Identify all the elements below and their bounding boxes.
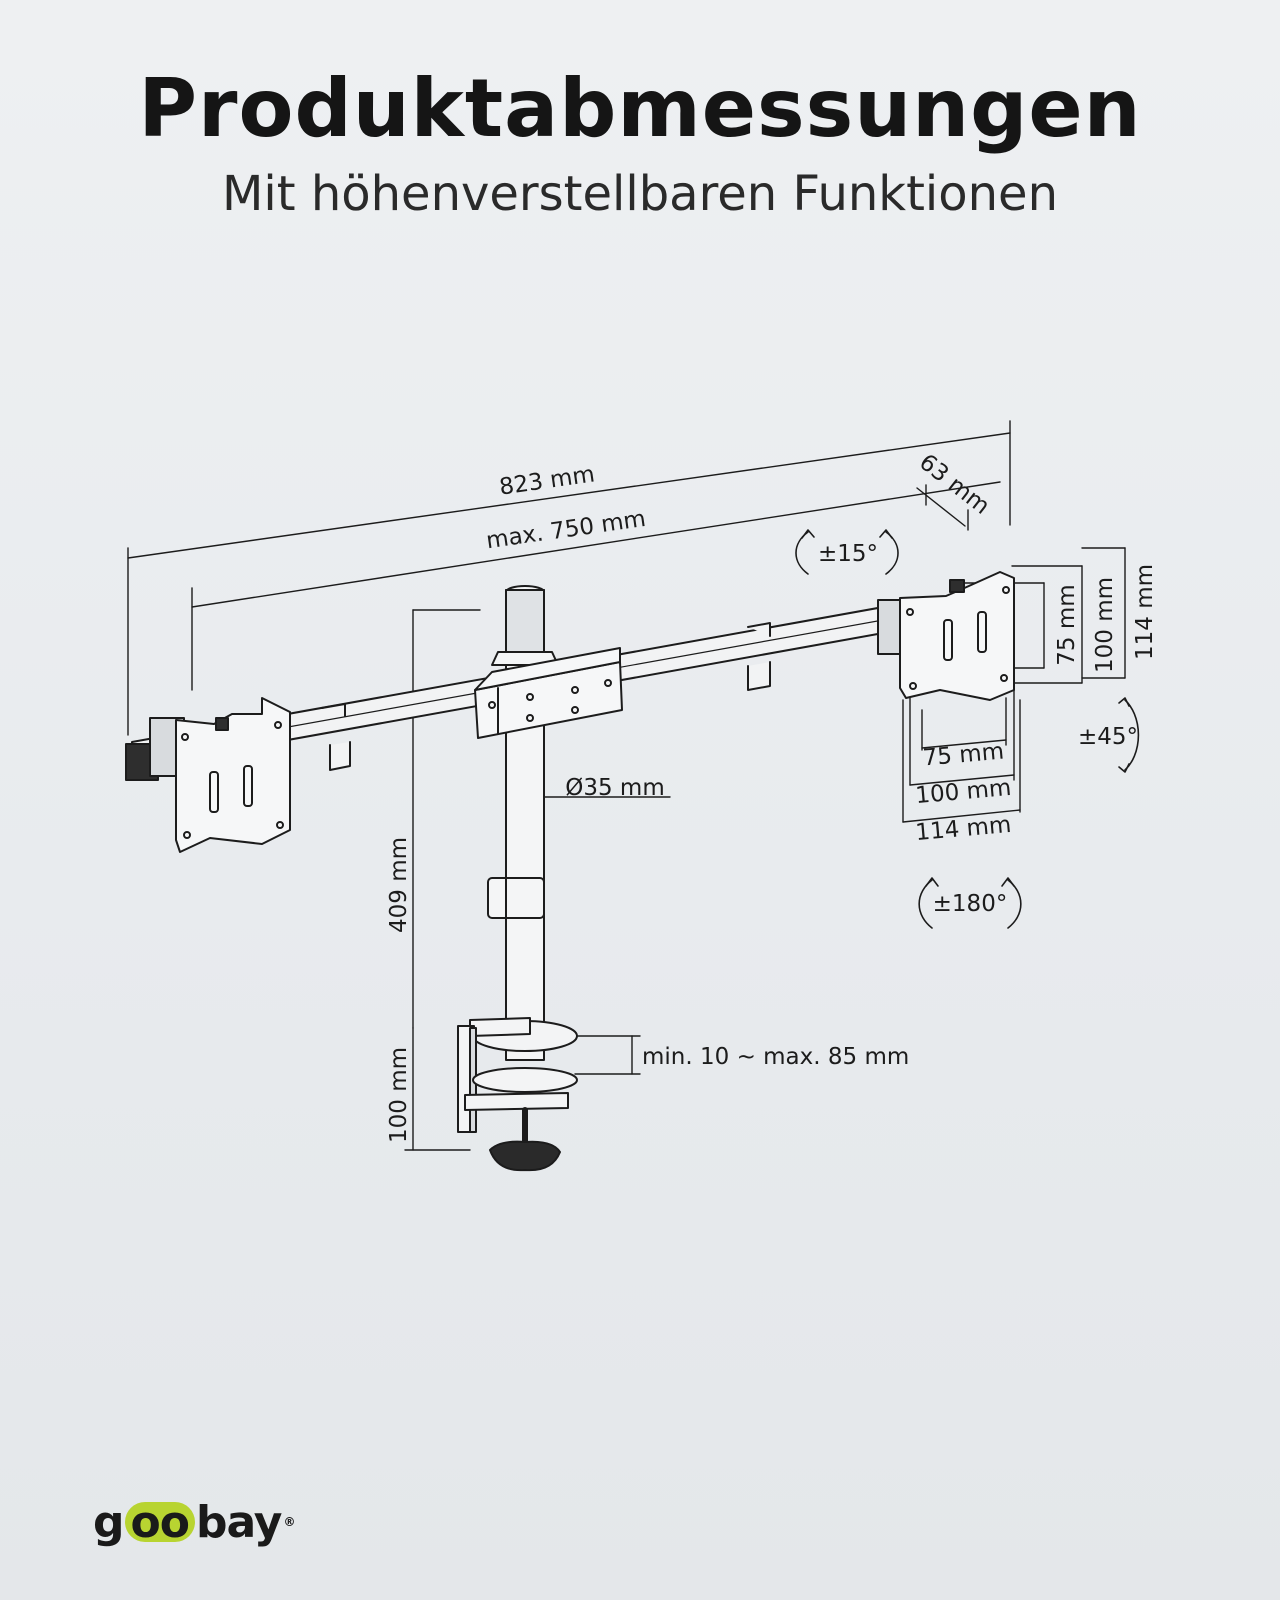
left-vesa-plate [125,697,291,853]
vesa-w-75-label: 75 mm [922,739,1005,772]
plate-w-114-label: 114 mm [914,812,1012,846]
tilt-arrow-icon [795,529,899,575]
page-subtitle: Mit höhenverstellbaren Funktionen [222,166,1058,222]
logo-text-bay: bay [195,1496,283,1548]
registered-mark: ® [283,1515,295,1529]
tilt-label: ±15° [818,541,878,567]
desk-thickness-label: min. 10 ~ max. 85 mm [642,1044,909,1070]
dimension-lines [127,420,1126,1151]
logo-text-g: g [93,1496,124,1548]
logo-oo-mark: oo [124,1497,195,1548]
center-bracket [474,647,623,739]
right-vesa-plate [877,571,1015,701]
vesa-h-100-label: 100 mm [1092,577,1118,673]
swivel-label: ±45° [1078,724,1138,750]
arm-width-label: max. 750 mm [485,506,648,554]
total-width-label: 823 mm [498,461,597,500]
vesa-h-75-label: 75 mm [1054,584,1080,665]
pole-diameter-label: Ø35 mm [565,775,665,801]
rotation-label: ±180° [933,891,1008,917]
clamp-height-label: 100 mm [386,1047,412,1143]
rotation-arrow-icon [918,877,1022,929]
vesa-w-100-label: 100 mm [914,775,1012,809]
pole [487,585,559,1061]
desk-clamp [457,1017,578,1172]
swivel-arrow-icon [1118,697,1140,773]
plate-h-114-label: 114 mm [1132,564,1158,660]
page-title: Produktabmessungen [138,62,1142,155]
pole-height-label: 409 mm [386,837,412,933]
